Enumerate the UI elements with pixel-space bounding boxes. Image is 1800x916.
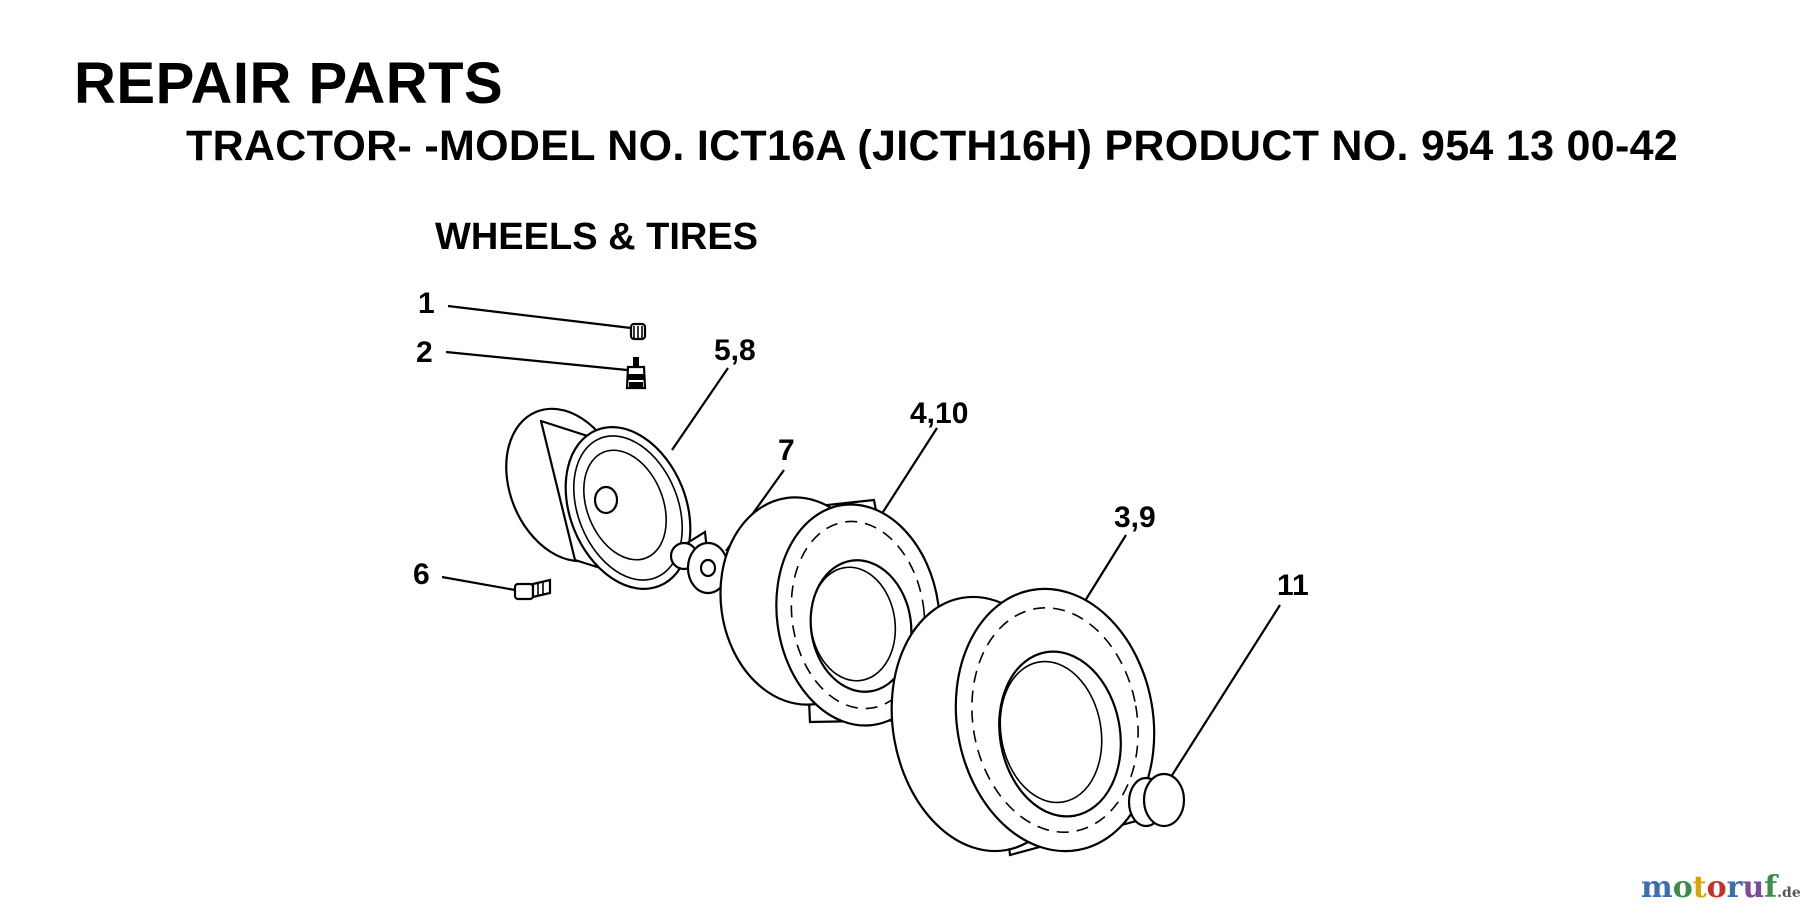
watermark-letter: u xyxy=(1742,870,1765,905)
watermark-logo: motoruf.de xyxy=(1641,870,1800,905)
callout-3-9: 3,9 xyxy=(1114,501,1156,534)
model-subtitle: TRACTOR- -MODEL NO. ICT16A (JICTH16H) PR… xyxy=(186,122,1679,170)
watermark-letter: m xyxy=(1641,870,1673,905)
callout-6: 6 xyxy=(413,558,430,591)
section-title: WHEELS & TIRES xyxy=(435,216,759,258)
watermark-letter: o xyxy=(1706,870,1727,905)
part-2-valve-stem: 2 xyxy=(416,336,647,390)
page-title: REPAIR PARTS xyxy=(74,51,504,116)
callout-4-10: 4,10 xyxy=(910,397,968,430)
callout-7: 7 xyxy=(778,434,795,467)
watermark-suffix: .de xyxy=(1777,885,1800,901)
part-4-10-front-tire: 4,10 xyxy=(719,397,968,727)
part-7-bushing: 7 xyxy=(669,434,795,595)
watermark-letter: t xyxy=(1692,870,1707,905)
callout-11: 11 xyxy=(1277,569,1309,602)
callout-2: 2 xyxy=(416,336,433,369)
callout-1: 1 xyxy=(418,287,435,320)
part-1-valve-cap: 1 xyxy=(418,287,647,341)
part-11-hub-cap: 11 xyxy=(1127,569,1309,828)
part-6-bolt: 6 xyxy=(413,558,552,601)
callout-5-8: 5,8 xyxy=(714,334,756,367)
watermark-letter: o xyxy=(1672,870,1693,905)
watermark-letter: f xyxy=(1764,870,1778,905)
watermark-letter: r xyxy=(1726,870,1743,905)
part-5-8-rim: 5,8 xyxy=(505,334,756,590)
